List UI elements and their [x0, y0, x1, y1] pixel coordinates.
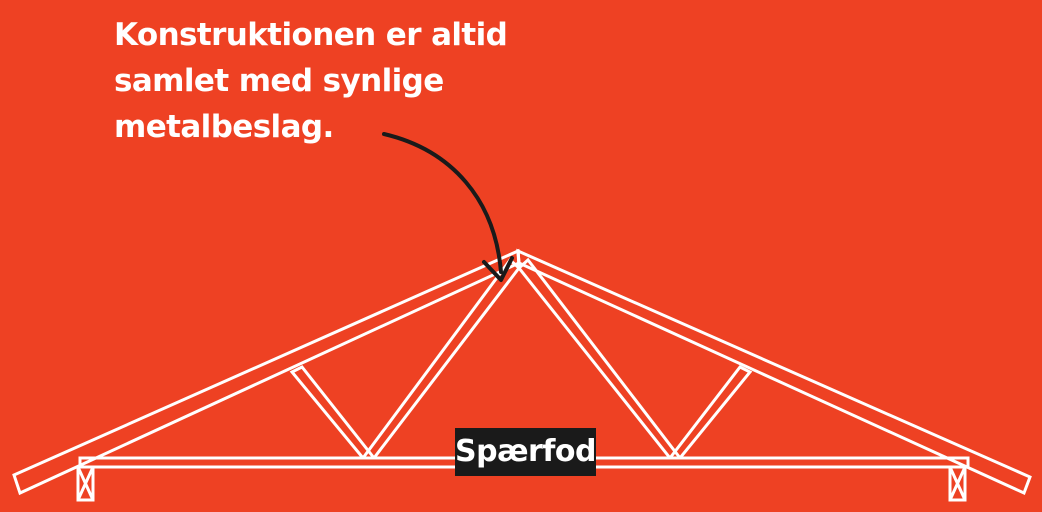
callout-arrowhead-icon	[482, 256, 514, 282]
callout-line-3: metalbeslag.	[114, 109, 334, 145]
left-support-cross-b	[76, 466, 95, 501]
callout-line-2: samlet med synlige	[114, 63, 444, 99]
left-short-web	[289, 365, 378, 460]
callout-line-1: Konstruktionen er altid	[114, 17, 508, 53]
apex-joint-line	[516, 250, 521, 269]
callout-arrow	[382, 132, 503, 274]
right-support-block	[948, 465, 967, 502]
rafter-foot-label: Spærfod	[455, 428, 596, 476]
right-short-web	[666, 365, 753, 460]
right-support-cross-b	[948, 466, 967, 501]
callout-text: Konstruktionen er altid samlet med synli…	[114, 12, 534, 150]
left-support-block	[76, 465, 95, 502]
